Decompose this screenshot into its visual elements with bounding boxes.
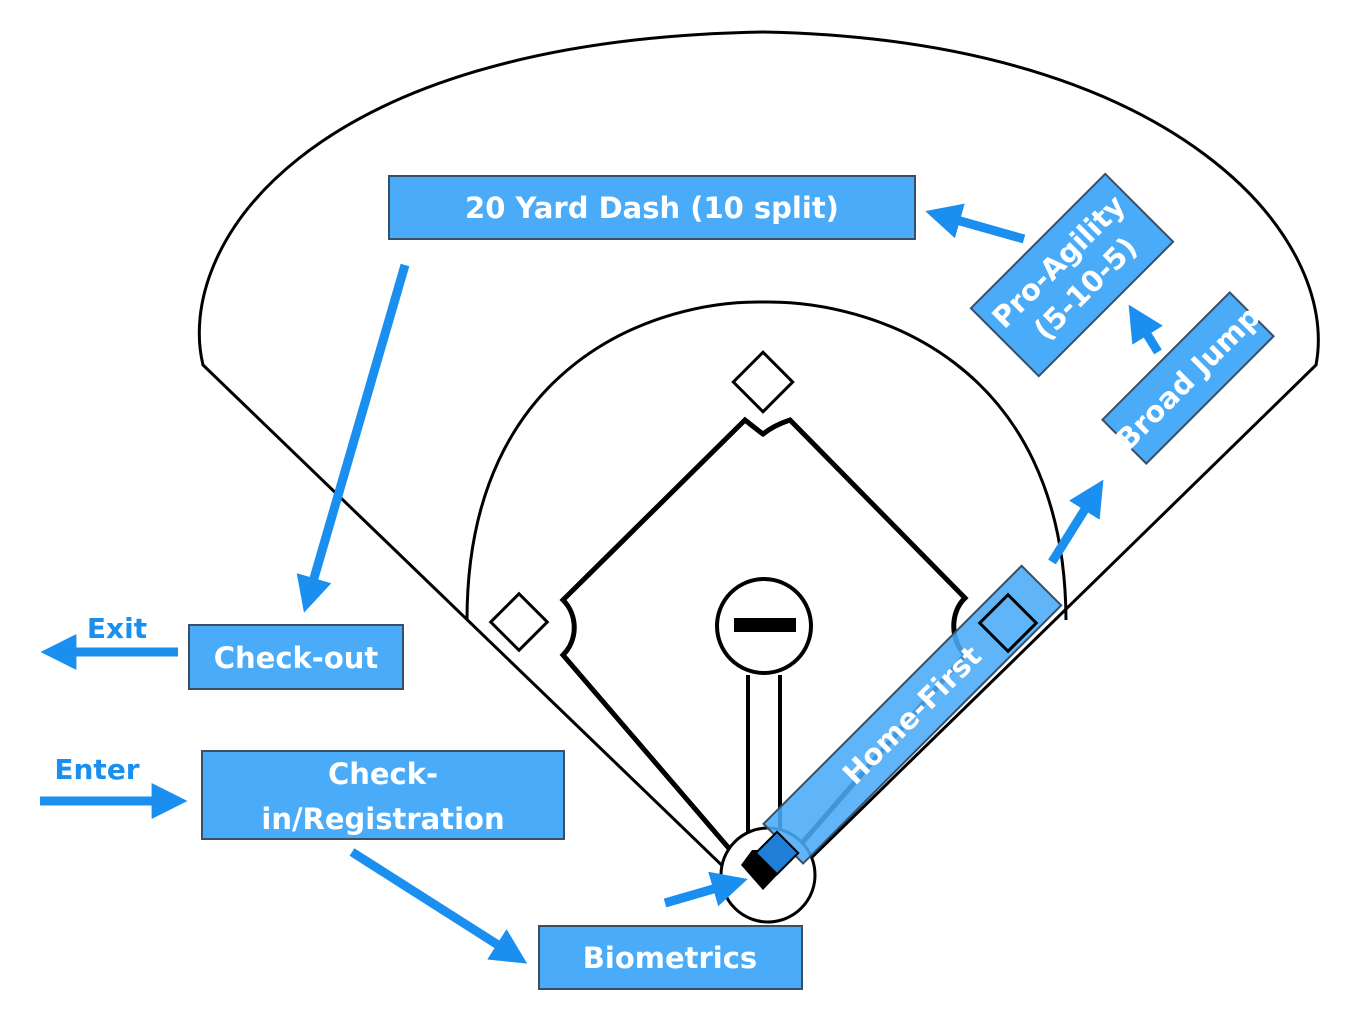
first-base — [977, 592, 1039, 654]
pitcher-rubber — [734, 618, 796, 632]
check-in-label-line2: in/Registration — [261, 802, 504, 836]
exit-label: Exit — [87, 612, 147, 645]
home-first-label: Home-First — [836, 639, 988, 791]
home-first-to-broad-jump-arrow — [1048, 479, 1104, 565]
biometrics-label: Biometrics — [583, 941, 757, 975]
third-base — [488, 591, 550, 653]
check-out-station[interactable] — [188, 624, 404, 690]
check-in-label-line1: Check- — [328, 757, 438, 791]
enter-label: Enter — [54, 753, 139, 786]
broad-jump-label: Broad Jump — [1109, 299, 1267, 457]
check-out-label: Check-out — [214, 641, 379, 675]
broad-jump-to-pro-agility-arrow — [1128, 304, 1163, 355]
infield-arc — [465, 300, 1068, 621]
pro-agility-to-dash-arrow — [925, 203, 1026, 244]
dash-label: 20 Yard Dash (10 split) — [465, 191, 839, 225]
second-base — [731, 350, 795, 414]
checkin-to-biometrics-arrow — [349, 848, 528, 964]
dash-station[interactable] — [388, 175, 916, 240]
outfield-boundary — [197, 30, 1320, 908]
dash-to-checkout-arrow — [296, 263, 410, 613]
check-in-station[interactable] — [201, 750, 565, 840]
biometrics-station[interactable] — [538, 925, 803, 990]
biometrics-to-home-arrow — [663, 871, 748, 908]
pro-agility-station[interactable] — [969, 172, 1175, 378]
infield-diamond — [559, 416, 969, 890]
broad-jump-station[interactable] — [1101, 291, 1275, 465]
home-plate-highlight — [754, 830, 800, 876]
